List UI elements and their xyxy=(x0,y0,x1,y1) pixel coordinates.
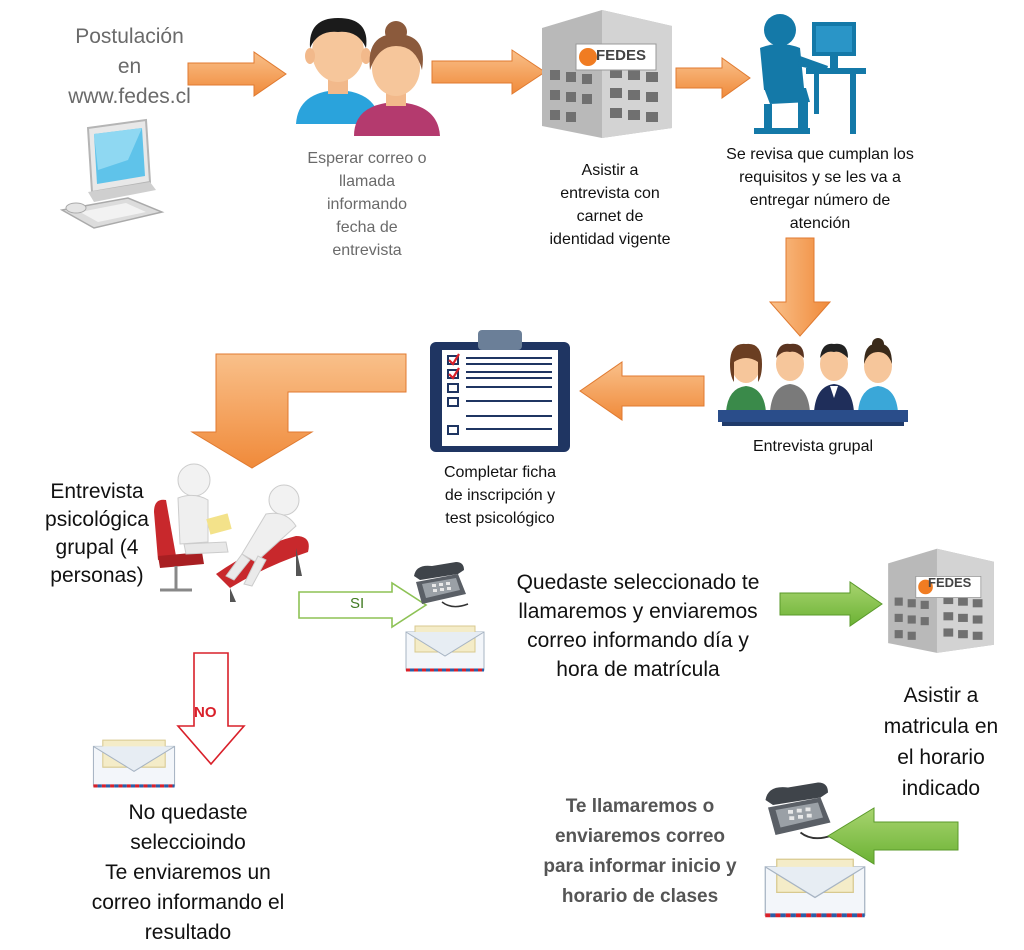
arrow-right-1 xyxy=(187,51,287,97)
step-postulacion-label: Postulación en www.fedes.cl xyxy=(68,25,191,108)
clipboard-icon xyxy=(430,330,570,452)
step-no-seleccionado-label: No quedaste seleccioindo Te enviaremos u… xyxy=(91,801,285,944)
no-label: NO xyxy=(194,704,217,721)
step-esperar-label: Esperar correo o llamada informando fech… xyxy=(307,150,427,259)
phone-icon xyxy=(414,562,469,608)
envelope-3-icon xyxy=(764,858,866,918)
arrow-left xyxy=(579,361,705,421)
phone-2-icon xyxy=(765,782,834,840)
computer-icon xyxy=(59,118,165,229)
arrow-green-right xyxy=(779,581,883,627)
envelope-2-icon xyxy=(92,739,176,788)
arrow-bent-down xyxy=(190,353,407,469)
person-computer-icon xyxy=(754,14,866,134)
step-inicio-clases-label: Te llamaremos o enviaremos correo para i… xyxy=(543,796,737,907)
fedes-building-2-icon xyxy=(888,548,994,653)
group-people-icon xyxy=(718,338,908,426)
fedes-building-icon xyxy=(542,10,672,138)
arrow-si xyxy=(298,581,428,629)
step-entrevista-psico-label: Entrevista psicológica grupal (4 persona… xyxy=(45,480,149,587)
couple-icon xyxy=(296,18,440,136)
step-revisa-label: Se revisa que cumplan los requisitos y s… xyxy=(726,146,914,232)
arrow-no xyxy=(176,652,246,766)
arrow-down xyxy=(768,237,832,337)
fedes-logo-text: FEDES xyxy=(596,47,647,64)
step-asistir-entrevista-label: Asistir a entrevista con carnet de ident… xyxy=(549,162,671,248)
si-label: SI xyxy=(350,595,365,612)
fedes-logo-text-2: FEDES xyxy=(928,575,972,590)
arrow-green-left xyxy=(827,807,959,865)
step-asistir-matricula-label: Asistir a matricula en el horario indica… xyxy=(883,684,999,800)
step-entrevista-grupal-label: Entrevista grupal xyxy=(752,438,874,455)
step-completar-ficha-label: Completar ficha de inscripción y test ps… xyxy=(443,464,557,527)
step-seleccionado-label: Quedaste seleccionado te llamaremos y en… xyxy=(516,571,760,681)
envelope-icon xyxy=(405,625,485,672)
arrow-right-3 xyxy=(675,57,751,99)
arrow-right-2 xyxy=(431,49,546,95)
psychologist-session-icon xyxy=(154,463,309,602)
